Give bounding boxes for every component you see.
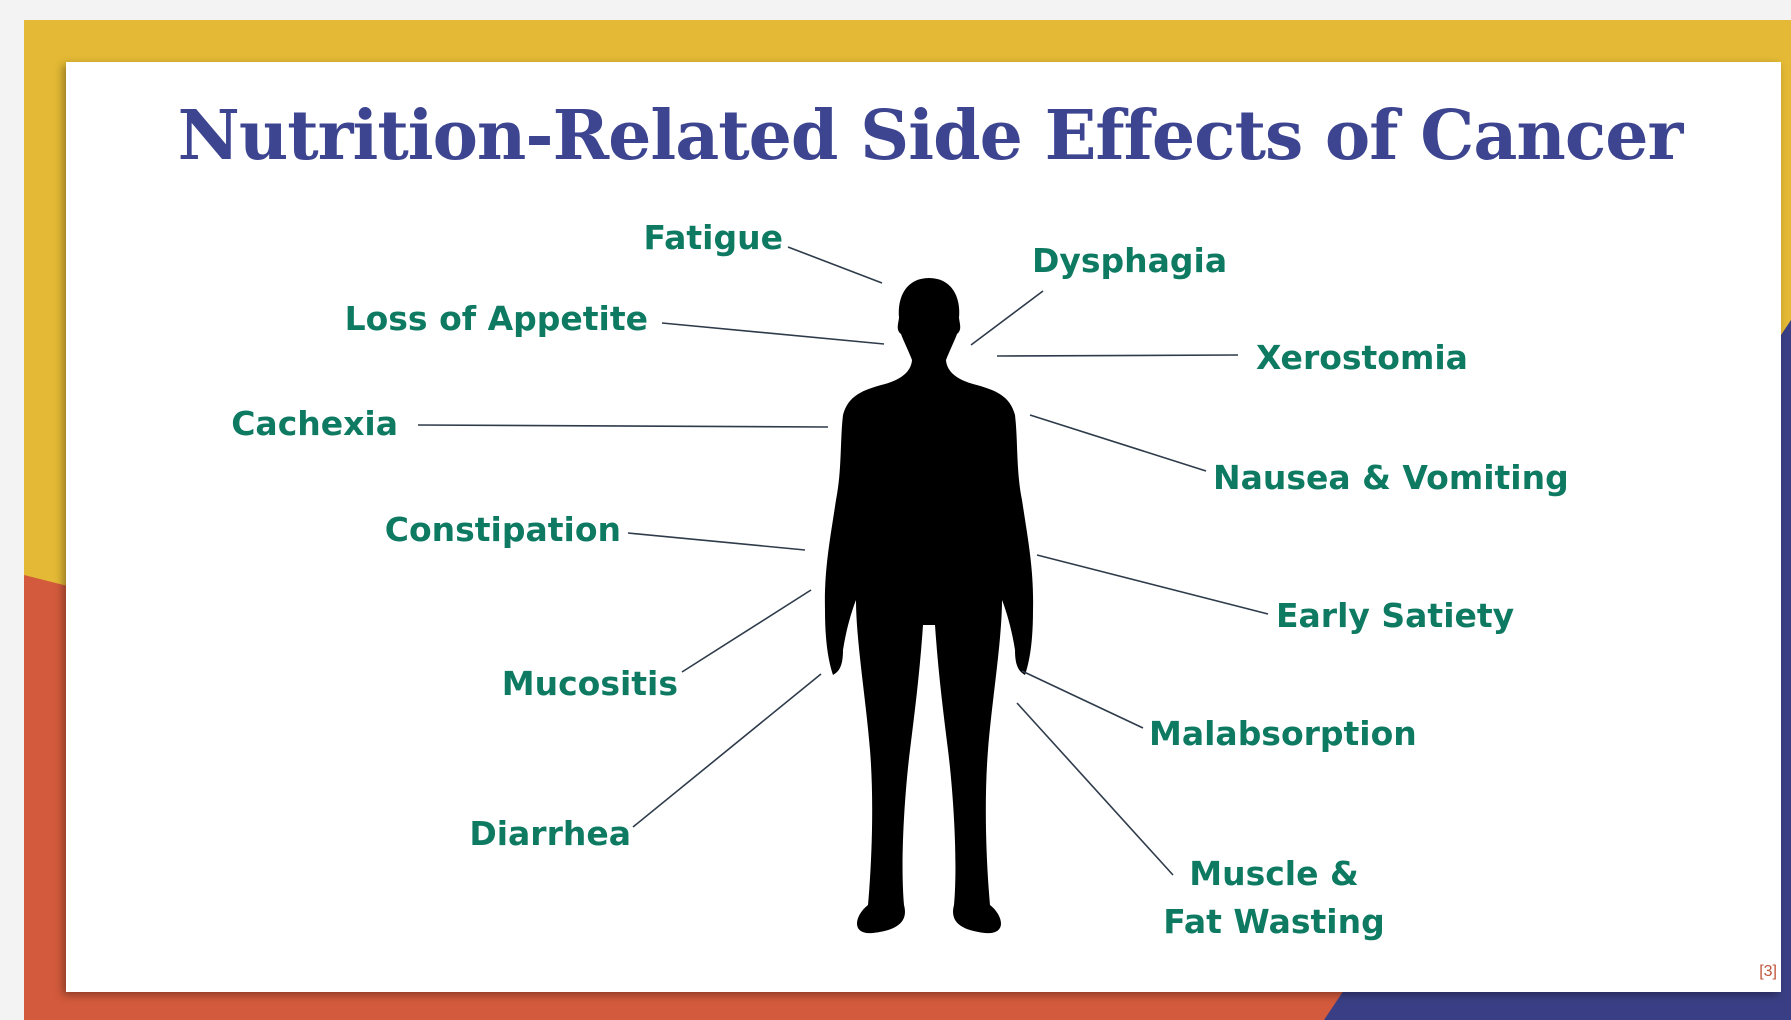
label-malabsorption: Malabsorption (1149, 714, 1417, 753)
leader-constipation (628, 533, 805, 550)
label-early-satiety: Early Satiety (1276, 596, 1514, 635)
leader-malabsorption (1022, 671, 1143, 728)
leader-dysphagia (971, 291, 1043, 345)
label-mucositis: Mucositis (502, 664, 678, 703)
label-cachexia: Cachexia (231, 404, 398, 443)
label-fatigue: Fatigue (644, 218, 783, 257)
leader-nausea-vomiting (1030, 415, 1206, 471)
leader-cachexia (418, 425, 828, 427)
label-loss-of-appetite: Loss of Appetite (345, 299, 648, 338)
silhouette-head (898, 278, 961, 360)
label-xerostomia: Xerostomia (1256, 338, 1468, 377)
leader-early-satiety (1037, 555, 1268, 614)
label-nausea-vomiting: Nausea & Vomiting (1213, 458, 1569, 497)
silhouette-body (825, 356, 1033, 933)
label-constipation: Constipation (385, 510, 621, 549)
label-dysphagia: Dysphagia (1032, 241, 1227, 280)
label-muscle-fat-wasting-line2: Fat Wasting (1163, 902, 1384, 941)
human-silhouette (825, 278, 1033, 933)
label-muscle-fat-wasting-line1: Muscle & (1189, 854, 1359, 893)
leader-loss-of-appetite (662, 323, 884, 344)
label-diarrhea: Diarrhea (469, 814, 631, 853)
leader-fatigue (788, 247, 882, 283)
leader-mucositis (682, 590, 811, 672)
leader-xerostomia (997, 355, 1238, 356)
citation-marker: [3] (1759, 963, 1777, 981)
